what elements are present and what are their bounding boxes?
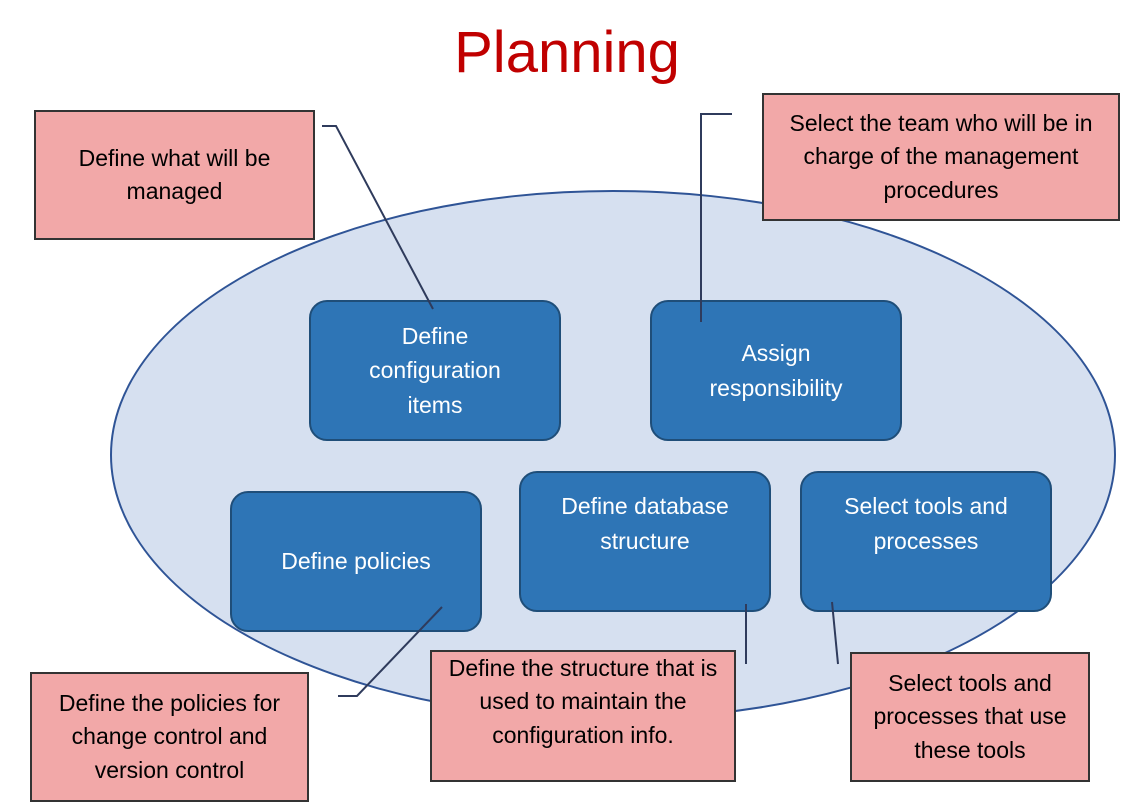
- note-text: Define the policies for change control a…: [58, 689, 281, 783]
- activity-label: Define database structure: [561, 493, 729, 554]
- activity-define-database-structure: Define database structure: [519, 471, 771, 612]
- activity-assign-responsibility: Assign responsibility: [650, 300, 902, 441]
- note-text: Define what will be managed: [78, 144, 271, 204]
- activity-define-configuration-items: Define configuration items: [309, 300, 561, 441]
- note-text: Select tools and processes that use thes…: [873, 669, 1067, 763]
- connector-responsibility: [700, 113, 732, 322]
- activity-label: Define configuration items: [369, 322, 501, 418]
- diagram-title: Planning: [454, 20, 680, 85]
- note-define-structure: Define the structure that is used to mai…: [430, 650, 736, 782]
- connector-configuration-items: [322, 125, 434, 310]
- note-text: Select the team who will be in charge of…: [789, 109, 1093, 203]
- activity-select-tools-and-processes: Select tools and processes: [800, 471, 1052, 612]
- connector-policies: [338, 606, 443, 697]
- activity-label: Select tools and processes: [844, 493, 1008, 554]
- note-select-team: Select the team who will be in charge of…: [762, 93, 1120, 221]
- activity-label: Define policies: [281, 548, 431, 575]
- note-define-what-managed: Define what will be managed: [34, 110, 315, 240]
- note-select-tools: Select tools and processes that use thes…: [850, 652, 1090, 782]
- activity-label: Assign responsibility: [709, 340, 843, 401]
- note-text: Define the structure that is used to mai…: [448, 655, 718, 748]
- note-define-policies: Define the policies for change control a…: [30, 672, 309, 802]
- connector-tools: [831, 601, 839, 665]
